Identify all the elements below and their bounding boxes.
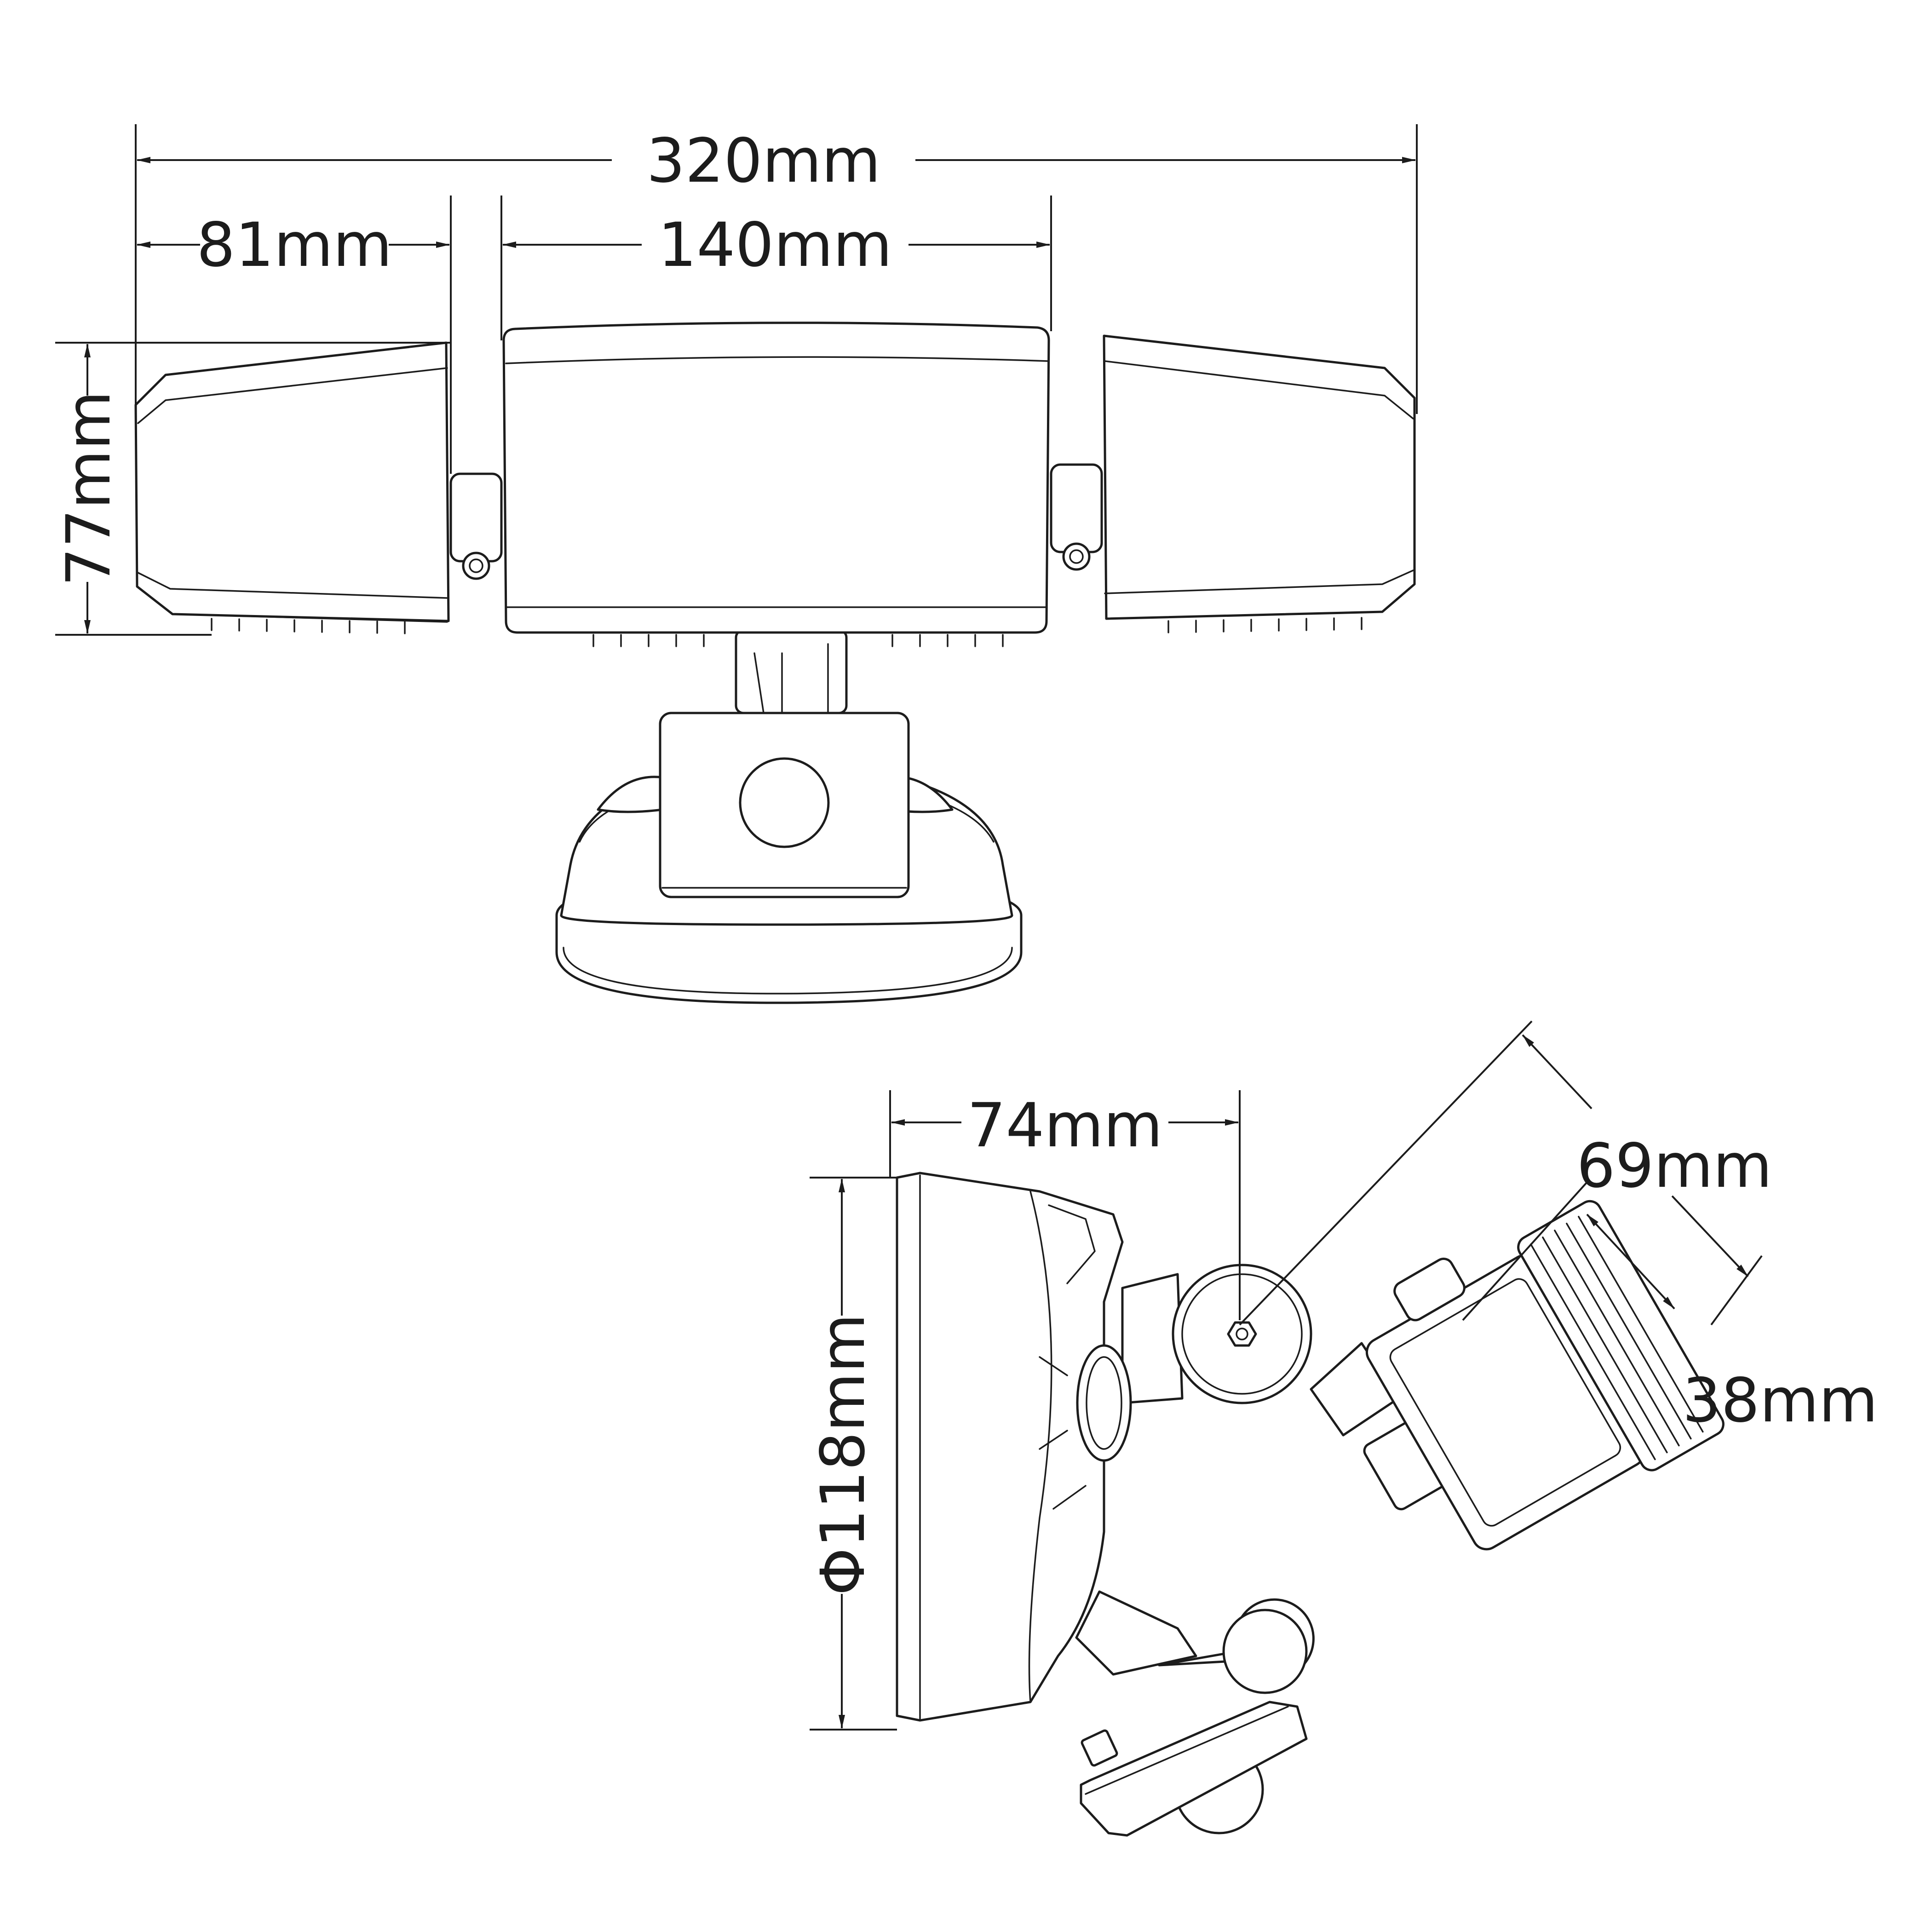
- front-view: [134, 322, 1416, 1004]
- dim-overall-width: 320mm: [646, 126, 880, 196]
- pivot-right: [1050, 463, 1103, 571]
- dim-head-depth: 38mm: [1682, 1365, 1878, 1436]
- fins-left: [211, 618, 406, 634]
- fins-right: [1167, 617, 1363, 633]
- side-arm-joint: [1121, 1264, 1400, 1437]
- hex-bolt: [1227, 1321, 1257, 1347]
- dim-base-diameter: Φ118mm: [808, 1313, 879, 1595]
- light-head-center: [502, 322, 1050, 647]
- light-head-right: [1103, 334, 1416, 633]
- pivot-left: [449, 472, 503, 580]
- dim-head-length: 69mm: [1576, 1131, 1772, 1202]
- side-dimensions: 74mm 69mm 38mm Φ118mm: [808, 1020, 1878, 1731]
- side-sensor-arm: [1075, 1590, 1315, 1837]
- side-light-head: [1363, 1200, 1725, 1551]
- side-wall-base: [896, 1172, 1132, 1722]
- motion-sensor: [659, 629, 910, 898]
- sensor-lens: [739, 757, 830, 848]
- dim-center-head-width: 140mm: [658, 210, 892, 281]
- dim-side-head-width: 81mm: [196, 210, 392, 281]
- dim-projection: 74mm: [967, 1090, 1162, 1161]
- side-base-port: [1076, 1344, 1132, 1462]
- fins-center: [592, 634, 1004, 647]
- dim-head-height: 77mm: [53, 391, 124, 586]
- light-head-left: [134, 341, 450, 634]
- front-dimensions: 320mm 81mm 140mm 77mm: [53, 124, 1418, 636]
- side-view: [896, 1172, 1725, 1837]
